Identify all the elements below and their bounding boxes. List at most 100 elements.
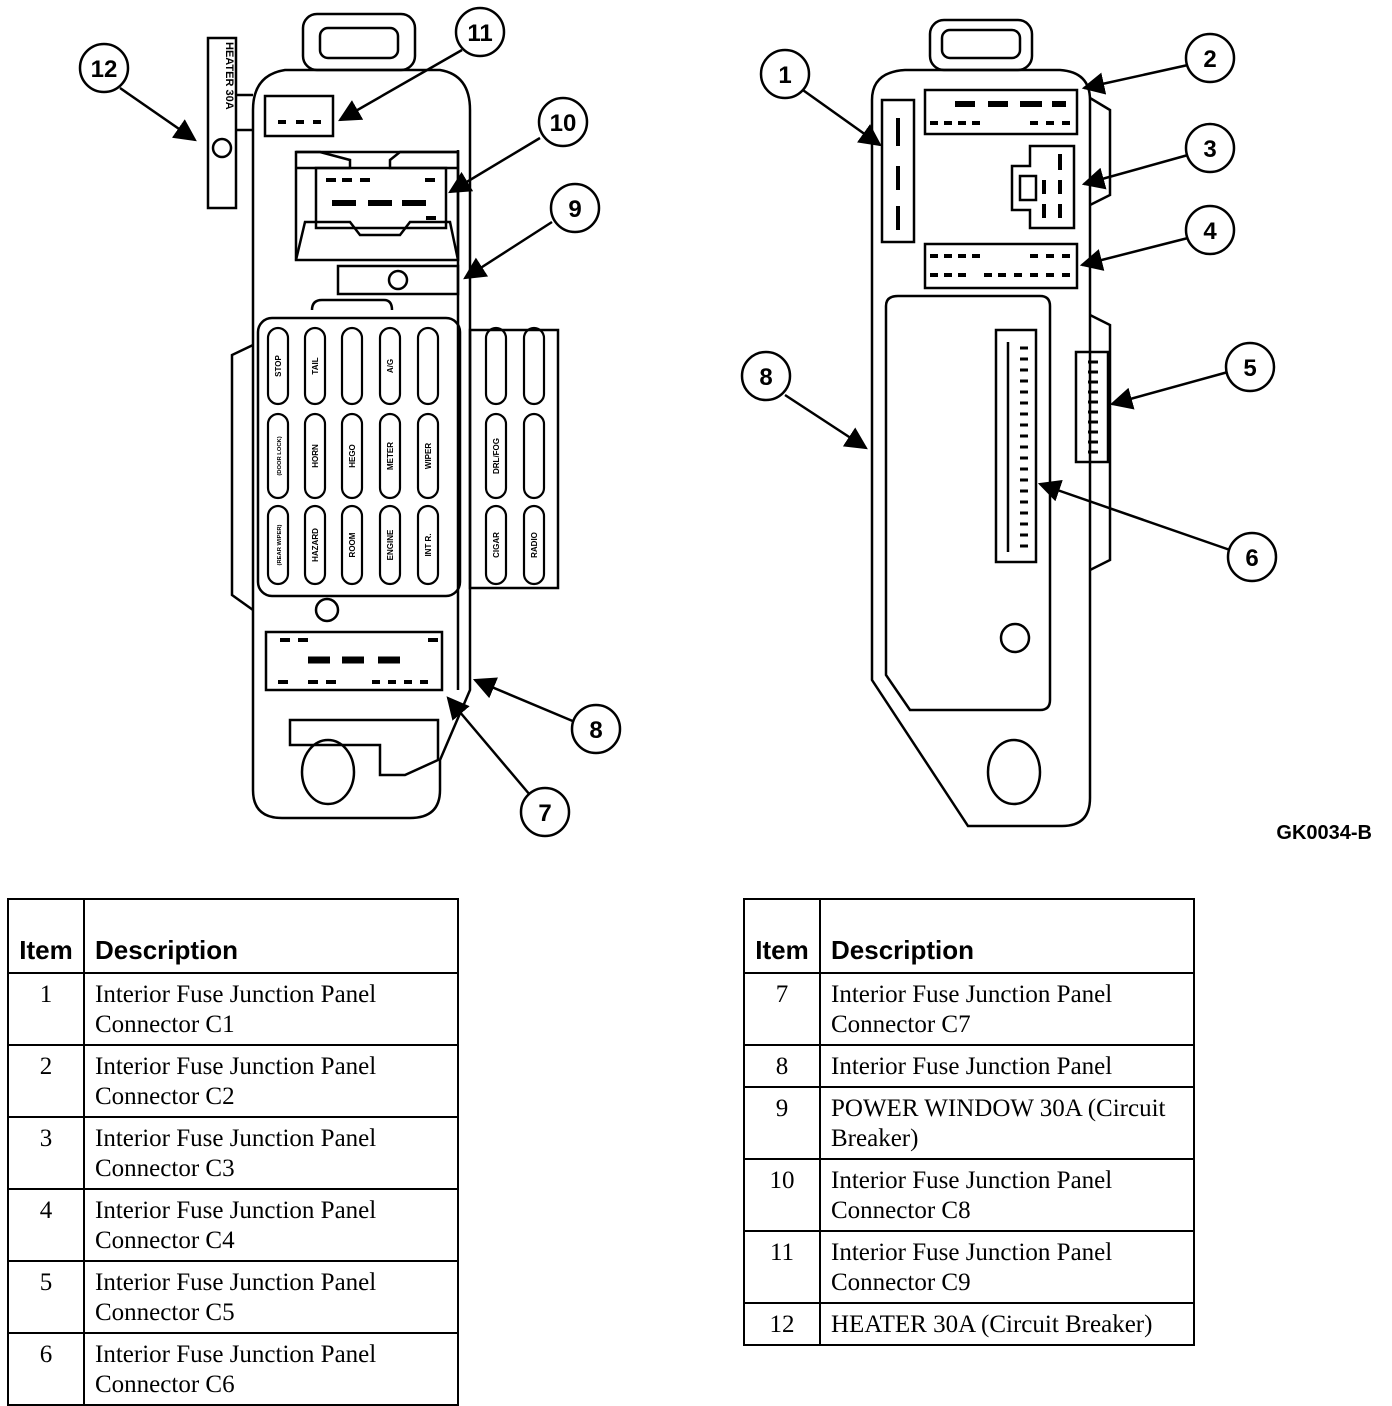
item-column-header: Item (743, 898, 821, 974)
callout-5: 5 (1224, 341, 1276, 393)
item-number: 3 (7, 1116, 85, 1190)
callout-9: 9 (549, 182, 601, 234)
fuse: HEGO (340, 412, 364, 500)
item-description: Interior Fuse Junction Panel Connector C… (819, 1158, 1195, 1232)
fuse-label: CIGAR (492, 532, 501, 558)
rear-pin-markings (896, 101, 1070, 277)
item-description: Interior Fuse Junction Panel Connector C… (83, 1044, 459, 1118)
rear-view (870, 18, 1112, 828)
heater-breaker (206, 36, 253, 210)
callout-4-label: 4 (1203, 218, 1217, 245)
callout-10-label: 10 (550, 110, 577, 137)
fuse-label: ROOM (348, 532, 357, 557)
item-number: 9 (743, 1086, 821, 1160)
callout-12-label: 12 (91, 56, 118, 83)
callout-9-label: 9 (568, 196, 581, 223)
fuse-label: DRL/FOG (492, 438, 501, 474)
fuse-label: STOP (274, 355, 283, 377)
item-description: Interior Fuse Junction Panel Connector C… (83, 1332, 459, 1406)
junction-panel-diagram: STOP(DOOR LOCK)(REAR WIPER)TAILHORNHAZAR… (78, 6, 1278, 838)
item-description: Interior Fuse Junction Panel Connector C… (83, 1260, 459, 1334)
callout-1-label: 1 (778, 62, 791, 89)
fuse: WIPER (416, 412, 440, 500)
fuse (522, 326, 546, 406)
fuse-label: WIPER (424, 443, 433, 469)
callout-11-label: 11 (467, 20, 492, 47)
fuse-label: (DOOR LOCK) (277, 436, 283, 475)
fuse-label: HORN (311, 444, 320, 468)
heater-breaker-label: HEATER 30A (223, 42, 235, 110)
fuse-label: HEGO (348, 444, 357, 468)
fuse (416, 326, 440, 406)
item-description: Interior Fuse Junction Panel Connector C… (83, 1188, 459, 1262)
item-number: 8 (743, 1044, 821, 1088)
fuse: HORN (303, 412, 327, 500)
callout-12: 12 (78, 42, 130, 94)
fuse (484, 326, 508, 406)
callout-7-label: 7 (538, 800, 551, 827)
fuse: ROOM (340, 504, 364, 586)
item-number: 6 (7, 1332, 85, 1406)
fuse: METER (378, 412, 402, 500)
fuse-array: STOP(DOOR LOCK)(REAR WIPER)TAILHORNHAZAR… (266, 326, 546, 586)
item-description: Interior Fuse Junction Panel Connector C… (83, 972, 459, 1046)
callout-4: 4 (1184, 204, 1236, 256)
item-number: 5 (7, 1260, 85, 1334)
callout-7: 7 (519, 786, 571, 838)
fuse (340, 326, 364, 406)
callout-1: 1 (759, 48, 811, 100)
callout-8-rear: 8 (740, 350, 792, 402)
front-view (230, 12, 560, 820)
c6-pin-markings (1020, 346, 1028, 548)
description-column-header: Description (83, 898, 459, 974)
callout-8-front-label: 8 (589, 717, 602, 744)
c5-pin-markings (1088, 360, 1098, 454)
item-number: 2 (7, 1044, 85, 1118)
fuse: CIGAR (484, 504, 508, 586)
fuse-label: METER (386, 442, 395, 470)
fuse: RADIO (522, 504, 546, 586)
fuse: A/G (378, 326, 402, 406)
callout-8-front: 8 (570, 703, 622, 755)
table-header-row: Item Description (7, 898, 459, 974)
callout-3-label: 3 (1203, 136, 1216, 163)
description-column-header: Description (819, 898, 1195, 974)
item-column-header: Item (7, 898, 85, 974)
callout-11: 11 (454, 6, 506, 58)
item-description: POWER WINDOW 30A (Circuit Breaker) (819, 1086, 1195, 1160)
fuse-label: A/G (386, 359, 395, 373)
callout-8-rear-label: 8 (759, 364, 772, 391)
fuse-label: TAIL (311, 357, 320, 374)
item-description: Interior Fuse Junction Panel Connector C… (819, 1230, 1195, 1304)
figure-code: GK0034-B (1276, 822, 1372, 844)
front-pin-markings (278, 120, 438, 684)
fuse: ENGINE (378, 504, 402, 586)
fuse: TAIL (303, 326, 327, 406)
item-description: Interior Fuse Junction Panel (819, 1044, 1195, 1088)
table-header-row: Item Description (743, 898, 1195, 974)
item-description: Interior Fuse Junction Panel Connector C… (83, 1116, 459, 1190)
callout-6: 6 (1226, 531, 1278, 583)
callout-2-label: 2 (1203, 46, 1216, 73)
fuse (522, 412, 546, 500)
fuse: INT R. (416, 504, 440, 586)
leader-lines (119, 48, 1231, 796)
fuse-label: HAZARD (311, 528, 320, 562)
callout-10: 10 (537, 96, 589, 148)
callout-5-label: 5 (1243, 355, 1256, 382)
callout-6-label: 6 (1245, 545, 1258, 572)
fuse-label: INT R. (424, 533, 433, 556)
item-description: Interior Fuse Junction Panel Connector C… (819, 972, 1195, 1046)
item-number: 4 (7, 1188, 85, 1262)
